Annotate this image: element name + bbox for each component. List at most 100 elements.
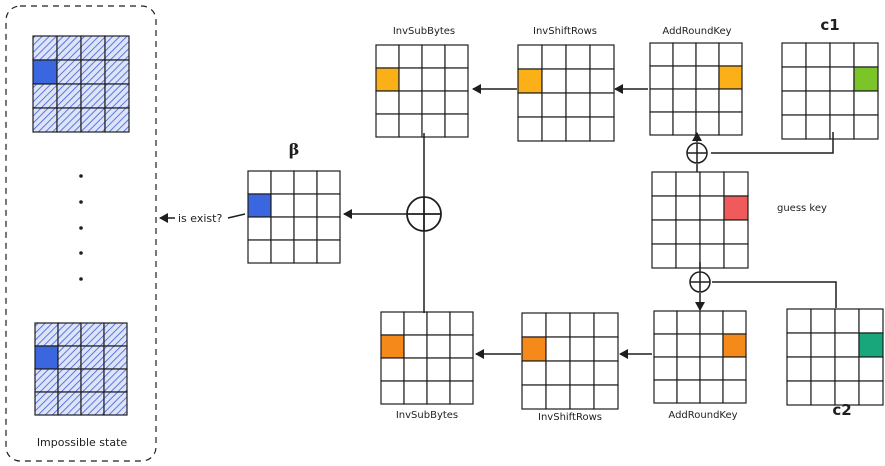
grid-cell <box>517 116 543 142</box>
grid-cell <box>56 35 82 61</box>
grid-cell <box>398 67 423 92</box>
grid-cell <box>853 114 879 140</box>
top-addroundkey-grid <box>649 42 743 136</box>
grid-cell <box>403 311 428 336</box>
grid-cell <box>103 368 128 393</box>
impossible-state-container <box>5 5 157 462</box>
grid-cell <box>593 384 619 410</box>
grid-cell <box>444 90 469 115</box>
grid-cell <box>247 239 272 264</box>
grid-cell <box>32 59 58 85</box>
grid-cell <box>853 42 879 68</box>
grid-cell <box>293 239 318 264</box>
grid-cell <box>398 44 423 69</box>
grid-cell <box>672 42 697 67</box>
ellipsis-dot <box>79 277 83 281</box>
grid-cell <box>375 67 400 92</box>
grid-cell <box>810 380 836 406</box>
xor-big-symbol <box>406 196 442 232</box>
grid-cell <box>398 90 423 115</box>
grid-cell <box>781 90 807 116</box>
grid-cell <box>805 66 831 92</box>
c2-label: c2 <box>832 401 851 419</box>
c1-grid <box>781 42 879 140</box>
grid-cell <box>653 310 678 335</box>
grid-cell <box>676 379 701 404</box>
grid-cell <box>541 68 567 94</box>
grid-cell <box>858 356 884 382</box>
grid-cell <box>829 66 855 92</box>
ellipsis-dot <box>79 226 83 230</box>
grid-cell <box>104 83 130 109</box>
grid-cell <box>444 113 469 138</box>
grid-cell <box>80 35 106 61</box>
grid-cell <box>718 88 743 113</box>
grid-cell <box>653 356 678 381</box>
grid-cell <box>593 360 619 386</box>
grid-cell <box>34 322 59 347</box>
grid-cell <box>375 90 400 115</box>
grid-cell <box>270 239 295 264</box>
grid-cell <box>672 111 697 136</box>
grid-cell <box>444 67 469 92</box>
bottom-invsubbytes-label: InvSubBytes <box>396 410 458 421</box>
grid-cell <box>699 333 724 358</box>
grid-cell <box>569 360 595 386</box>
top-invshiftrows-grid <box>517 44 615 142</box>
grid-cell <box>723 219 749 245</box>
grid-cell <box>56 107 82 133</box>
grid-cell <box>545 336 571 362</box>
grid-cell <box>293 193 318 218</box>
guess-key-grid <box>651 171 749 269</box>
grid-cell <box>403 334 428 359</box>
grid-cell <box>723 171 749 197</box>
grid-cell <box>541 44 567 70</box>
grid-cell <box>80 345 105 370</box>
grid-cell <box>718 111 743 136</box>
grid-cell <box>517 92 543 118</box>
grid-cell <box>649 65 674 90</box>
grid-cell <box>380 334 405 359</box>
grid-cell <box>34 391 59 416</box>
grid-cell <box>80 368 105 393</box>
grid-cell <box>781 42 807 68</box>
grid-cell <box>426 311 451 336</box>
ellipsis-dots <box>79 174 83 281</box>
grid-cell <box>403 357 428 382</box>
grid-cell <box>104 107 130 133</box>
grid-cell <box>270 170 295 195</box>
c1-label: c1 <box>820 16 839 34</box>
grid-cell <box>247 193 272 218</box>
grid-cell <box>722 333 747 358</box>
guess-key-label: guess key <box>777 203 827 214</box>
grid-cell <box>834 356 860 382</box>
grid-cell <box>565 116 591 142</box>
grid-cell <box>104 59 130 85</box>
grid-cell <box>589 44 615 70</box>
grid-cell <box>565 68 591 94</box>
grid-cell <box>699 195 725 221</box>
grid-cell <box>293 170 318 195</box>
grid-cell <box>569 384 595 410</box>
grid-cell <box>293 216 318 241</box>
grid-cell <box>449 311 474 336</box>
grid-cell <box>649 42 674 67</box>
grid-cell <box>57 322 82 347</box>
grid-cell <box>810 308 836 334</box>
grid-cell <box>781 66 807 92</box>
grid-cell <box>380 311 405 336</box>
grid-cell <box>699 243 725 269</box>
grid-cell <box>426 357 451 382</box>
grid-cell <box>270 193 295 218</box>
grid-cell <box>675 243 701 269</box>
grid-cell <box>316 193 341 218</box>
grid-cell <box>247 216 272 241</box>
grid-cell <box>722 356 747 381</box>
grid-cell <box>56 59 82 85</box>
grid-cell <box>57 391 82 416</box>
grid-cell <box>695 111 720 136</box>
impossible-state-grid-bottom <box>34 322 128 416</box>
grid-cell <box>375 113 400 138</box>
grid-cell <box>421 67 446 92</box>
